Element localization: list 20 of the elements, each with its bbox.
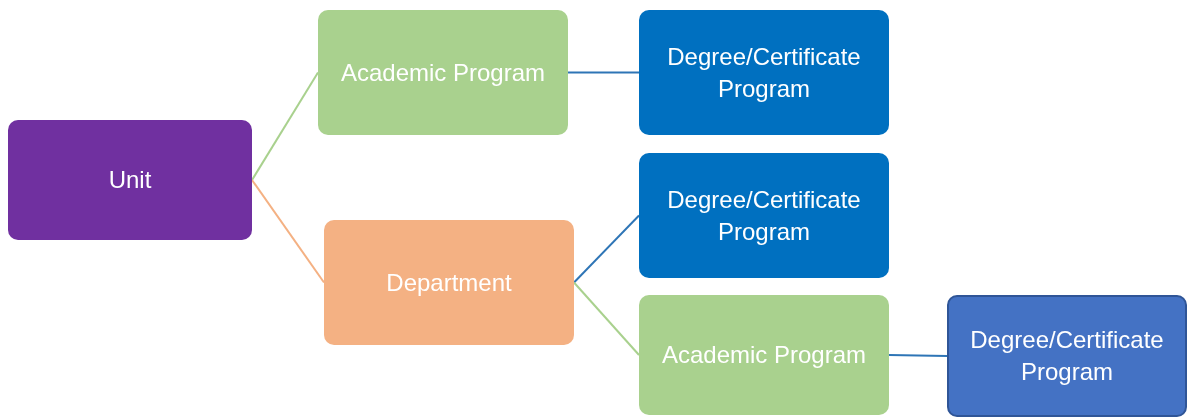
program-box <box>639 295 889 415</box>
node-label: Degree/Certificate Program <box>666 41 862 104</box>
node-label: Academic Program <box>339 57 547 88</box>
node-label: Unit <box>107 165 153 195</box>
degree-box <box>639 10 889 135</box>
unit-box <box>8 120 252 240</box>
degree-box <box>639 153 889 278</box>
connector-line <box>573 281 640 356</box>
department-box <box>324 220 574 345</box>
connector-line <box>888 354 948 357</box>
node-label: Department <box>385 267 513 298</box>
program-box <box>318 10 568 135</box>
connector-line <box>567 71 640 74</box>
connector-line <box>251 71 319 181</box>
degree-box <box>947 295 1187 417</box>
node-label: Degree/Certificate Program <box>969 325 1165 387</box>
node-label: Degree/Certificate Program <box>666 184 862 247</box>
connector-line <box>251 179 325 284</box>
node-label: Academic Program <box>660 340 868 370</box>
connector-line <box>573 214 640 284</box>
